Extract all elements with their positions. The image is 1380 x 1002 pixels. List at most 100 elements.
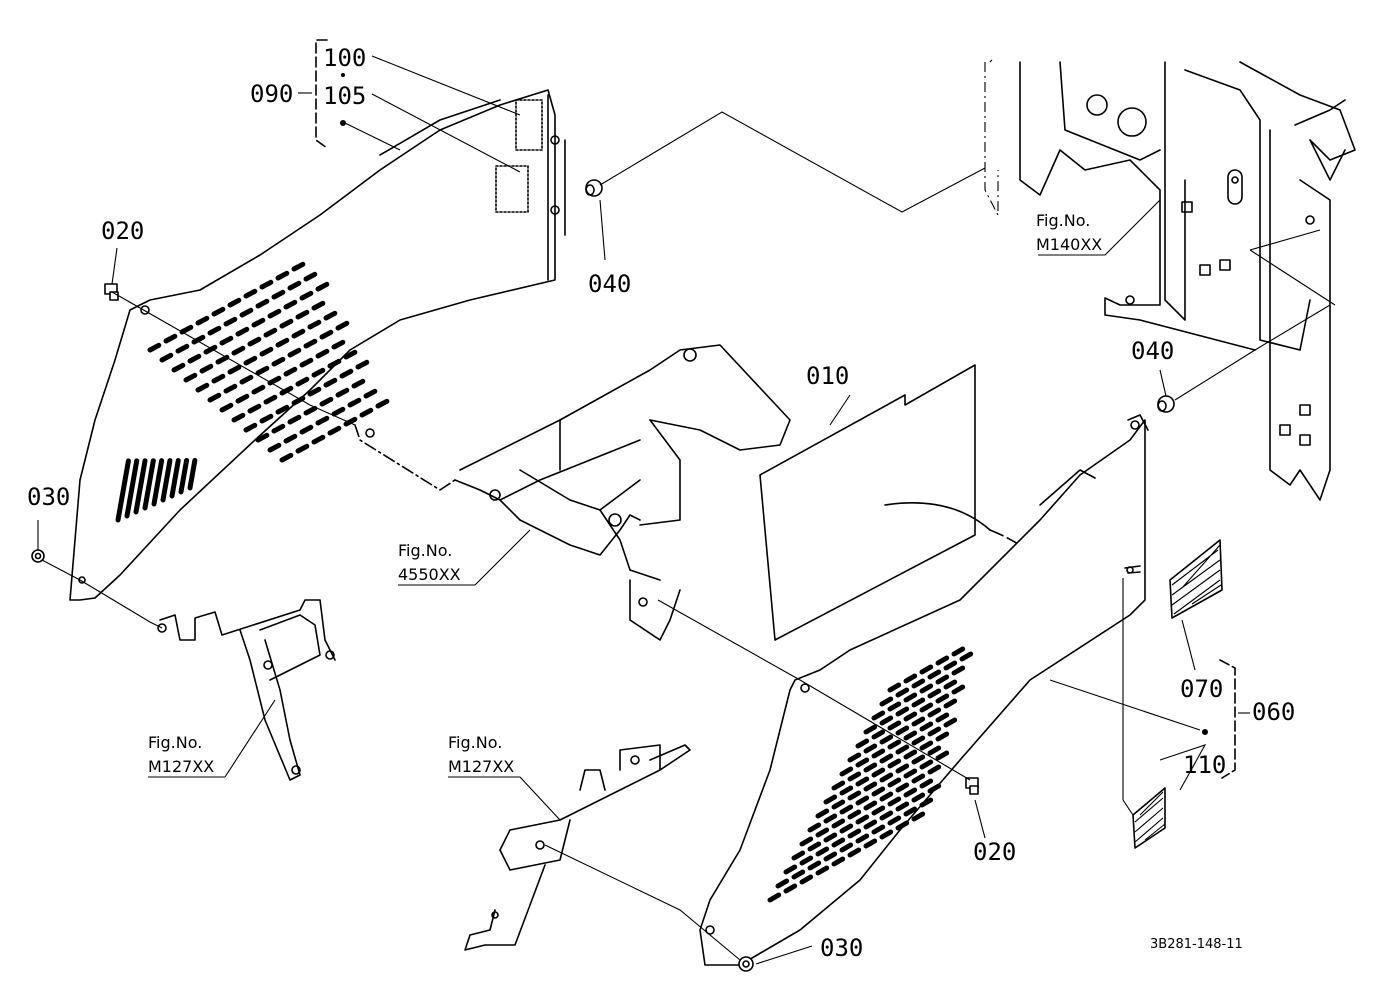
vent-slot (191, 334, 206, 345)
vent-slot (855, 833, 870, 844)
vent-slot (175, 343, 190, 354)
vent-slot (207, 325, 222, 336)
vent-slot (847, 771, 862, 782)
vent-slot (879, 829, 894, 840)
callout-040-upper: 040 (588, 270, 631, 298)
grommet-040-lower (1157, 395, 1175, 413)
vent-slot (160, 458, 173, 503)
vent-slot (303, 338, 318, 349)
vent-slot (895, 820, 910, 831)
vent-slot (199, 363, 214, 374)
vent-slot (847, 847, 862, 858)
callout-030-left: 030 (27, 483, 70, 511)
vent-slot (823, 794, 838, 805)
vent-slot (259, 279, 274, 290)
left-bracket (157, 599, 336, 781)
vent-slot (315, 281, 330, 292)
vent-slot (879, 791, 894, 802)
vent-slot (871, 786, 886, 797)
vent-slot (259, 413, 274, 424)
vent-slot (919, 664, 934, 675)
vent-slot (363, 388, 378, 399)
vent-slot (879, 810, 894, 821)
vent-slot (863, 743, 878, 754)
vent-slot (243, 355, 258, 366)
vent-slot (927, 707, 942, 718)
assembly-lines (41, 111, 1331, 961)
vent-slot (911, 754, 926, 765)
vent-slot (927, 726, 942, 737)
ref-dot-090 (340, 120, 346, 126)
vent-slot (951, 684, 966, 695)
vent-slot (327, 358, 342, 369)
vent-slot (815, 846, 830, 857)
vent-slot (943, 717, 958, 728)
vent-slot (919, 683, 934, 694)
vent-slot (863, 781, 878, 792)
callout-010: 010 (806, 362, 849, 390)
vent-slot (839, 842, 854, 853)
vent-slot (247, 336, 262, 347)
drawing-code: 3B281-148-11 (1150, 937, 1243, 952)
vent-slot (935, 693, 950, 704)
vent-slot (879, 715, 894, 726)
vent-slot (911, 716, 926, 727)
vent-slot (343, 349, 358, 360)
vent-slot (331, 406, 346, 417)
vent-slot (133, 458, 148, 515)
vent-slot (231, 345, 246, 356)
vent-slot (911, 773, 926, 784)
figref-m127b-line2: M127XX (448, 757, 514, 776)
callout-060: 060 (1252, 698, 1295, 726)
vent-slot (815, 808, 830, 819)
vent-slot (887, 758, 902, 769)
vent-slot (283, 366, 298, 377)
vent-slot (807, 860, 822, 871)
vent-slot (283, 433, 298, 444)
callout-030-right: 030 (820, 934, 863, 962)
vent-slot (927, 764, 942, 775)
vent-slot (903, 768, 918, 779)
vent-slot (935, 731, 950, 742)
vent-slot (315, 348, 330, 359)
vent-slot (279, 452, 294, 463)
vent-slot (911, 697, 926, 708)
grommet-040-upper (585, 179, 603, 197)
vent-slot (307, 386, 322, 397)
callout-070: 070 (1180, 675, 1223, 703)
right-cover-grille (767, 646, 974, 903)
vent-slot (295, 309, 310, 320)
vent-slot (151, 458, 165, 507)
vent-slot (195, 315, 210, 326)
vent-slot (927, 745, 942, 756)
vent-slot (871, 824, 886, 835)
vent-slot (299, 424, 314, 435)
vent-slot (331, 339, 346, 350)
figref-m127a-line2: M127XX (148, 757, 214, 776)
vent-slot (255, 432, 270, 443)
vent-slot (195, 382, 210, 393)
vent-slot (847, 790, 862, 801)
vent-slot (863, 724, 878, 735)
vent-slot (807, 841, 822, 852)
figref-4550-line2: 4550XX (398, 565, 461, 584)
ref-dot-060 (1202, 729, 1208, 735)
nut-030-right (738, 956, 754, 972)
vent-slot (831, 818, 846, 829)
vent-slot (935, 712, 950, 723)
vent-slot (163, 333, 178, 344)
vent-slot (855, 795, 870, 806)
vent-slot (903, 787, 918, 798)
vent-slot (243, 422, 258, 433)
vent-slot (895, 744, 910, 755)
vent-slot (275, 337, 290, 348)
vent-slot (919, 797, 934, 808)
vent-slot (303, 405, 318, 416)
vent-slot (211, 373, 226, 384)
vent-slot (943, 660, 958, 671)
vent-slot (251, 317, 266, 328)
vent-slot (267, 442, 282, 453)
vent-slot (879, 734, 894, 745)
vent-slot (919, 759, 934, 770)
